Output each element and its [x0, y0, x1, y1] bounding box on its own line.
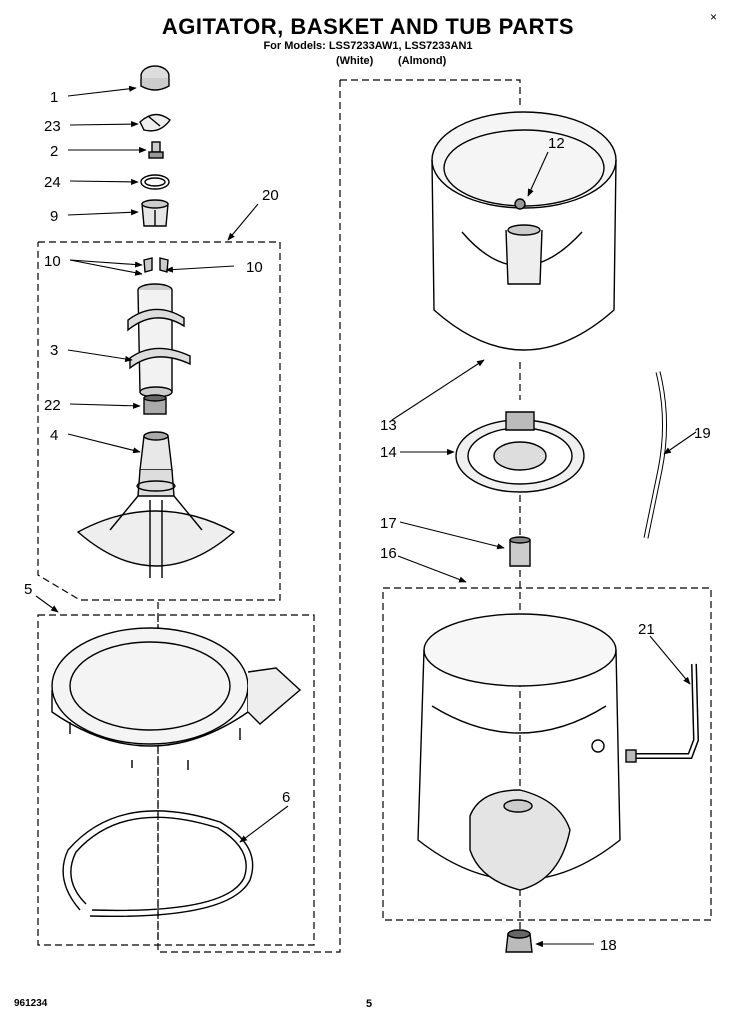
agitator-assembly-box	[37, 241, 281, 601]
wash-basket[interactable]	[431, 111, 617, 351]
label-part-1: 1	[50, 89, 58, 106]
label-part-17: 17	[380, 515, 397, 532]
label-part-20: 20	[262, 187, 279, 204]
drain-plug[interactable]	[505, 929, 533, 953]
label-part-14: 14	[380, 444, 397, 461]
label-part-6: 6	[282, 789, 290, 806]
agitator-cap[interactable]	[140, 65, 170, 91]
color-almond-label: (Almond)	[398, 55, 447, 67]
ring-parts-box	[37, 614, 315, 946]
label-part-13: 13	[380, 417, 397, 434]
label-part-9: 9	[50, 208, 58, 225]
agitator-bolt[interactable]	[148, 141, 164, 159]
label-part-23: 23	[44, 118, 61, 135]
o-ring-seal[interactable]	[140, 174, 170, 190]
agitator-dogs[interactable]	[143, 257, 169, 273]
page-number: 5	[366, 998, 373, 1010]
model-numbers: For Models: LSS7233AW1, LSS7233AN1	[263, 40, 473, 52]
page-title: AGITATOR, BASKET AND TUB PARTS	[161, 14, 575, 39]
label-part-2: 2	[50, 143, 58, 160]
cam-retainer[interactable]	[141, 199, 169, 227]
label-part-10-left: 10	[44, 253, 61, 270]
close-icon[interactable]: ×	[710, 10, 718, 24]
drive-hub[interactable]	[455, 411, 585, 493]
shaft-center-line	[340, 79, 521, 108]
outer-tub[interactable]	[417, 613, 621, 891]
color-white-label: (White)	[336, 55, 374, 67]
label-part-24: 24	[44, 174, 61, 191]
label-part-4: 4	[50, 427, 58, 444]
shaft-center-line-2	[157, 80, 341, 953]
part-number-labels: 1 23 2 24 9 20 10 10 3 22 4 5 6 12 13 14…	[24, 89, 711, 954]
drain-hose[interactable]	[643, 371, 667, 539]
agitator-base[interactable]	[76, 431, 236, 578]
leader-arrows	[35, 85, 697, 948]
cap-retainer-clip[interactable]	[139, 113, 171, 132]
label-part-12: 12	[548, 135, 565, 152]
tub-ring[interactable]	[51, 627, 302, 770]
snap-ring[interactable]	[62, 810, 254, 918]
label-part-3: 3	[50, 342, 58, 359]
label-part-16: 16	[380, 545, 397, 562]
tub-bearing[interactable]	[509, 536, 531, 567]
label-part-10-right: 10	[246, 259, 263, 276]
agitator-auger[interactable]	[127, 283, 191, 398]
footer-code: 961234	[14, 998, 48, 1009]
one-way-clutch[interactable]	[143, 394, 167, 415]
label-part-19: 19	[694, 425, 711, 442]
tub-hose-fitting[interactable]	[625, 663, 700, 763]
label-part-5: 5	[24, 581, 32, 598]
label-part-21: 21	[638, 621, 655, 638]
label-part-18: 18	[600, 937, 617, 954]
label-part-22: 22	[44, 397, 61, 414]
